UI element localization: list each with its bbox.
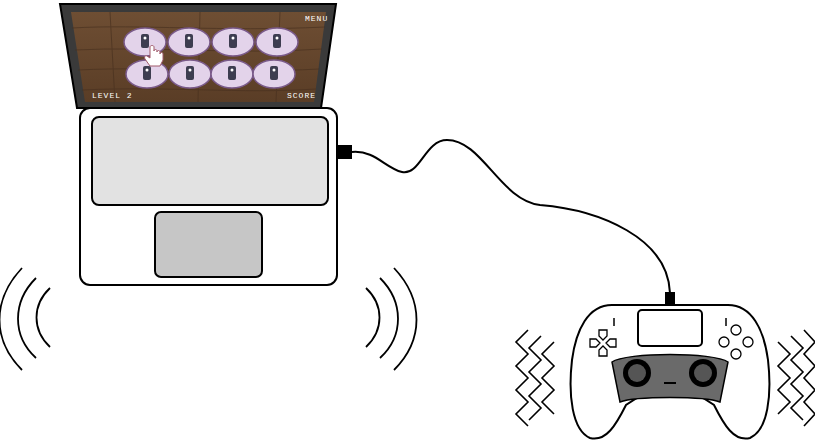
laptop-lid bbox=[60, 4, 336, 108]
usb-cable bbox=[352, 140, 670, 293]
trackpad bbox=[155, 212, 262, 277]
hand-cursor bbox=[145, 46, 163, 67]
game-controller bbox=[571, 305, 770, 439]
cable-plug bbox=[665, 292, 675, 306]
laptop-base bbox=[80, 108, 337, 285]
screen-label: MENU bbox=[305, 14, 328, 24]
screen-label: SCORE bbox=[287, 91, 316, 101]
memory-cards bbox=[124, 28, 298, 88]
wood-grain bbox=[72, 12, 325, 102]
screen-label: LEVEL 2 bbox=[92, 91, 133, 101]
game-screen bbox=[71, 12, 326, 102]
usb-port bbox=[338, 145, 352, 159]
sound-waves bbox=[0, 268, 417, 370]
keyboard bbox=[92, 117, 328, 205]
